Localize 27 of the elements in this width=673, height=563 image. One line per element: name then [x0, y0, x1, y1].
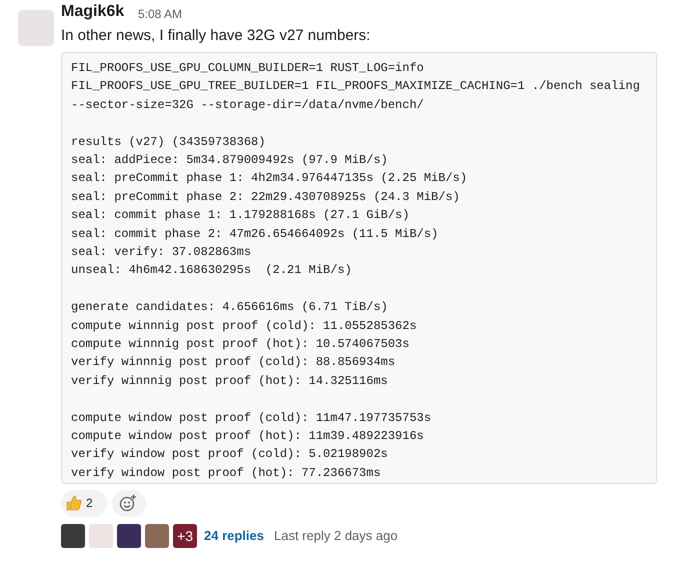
code-line: seal: preCommit phase 1: 4h2m34.976447135s (2.25 MiB/s) — [71, 171, 468, 186]
code-line: seal: verify: 37.082863ms — [71, 245, 252, 260]
code-line: verify window post proof (cold): 5.02198902s — [71, 447, 388, 462]
code-line: results (v27) (34359738368) — [71, 134, 266, 150]
code-line: seal: commit phase 1: 1.179288168s (27.1 GiB/s) — [71, 208, 410, 224]
code-line: --sector-size=32G --storage-dir=/data/nvme/bench/ — [71, 98, 424, 113]
last-reply-text: Last reply 2 days ago — [274, 528, 398, 543]
code-line: FIL_PROOFS_USE_GPU_COLUMN_BUILDER=1 RUST_LOG=info — [71, 61, 424, 76]
reaction-count: 2 — [86, 496, 93, 510]
user-name: Magik6k — [61, 3, 124, 21]
more-avatars-count: +3 — [173, 524, 197, 548]
code-line: unseal: 4h6m42.168630295s (2.21 MiB/s) — [71, 263, 352, 278]
code-line: seal: addPiece: 5m34.879009492s (97.9 MiB/s) — [71, 153, 388, 168]
code-line: verify winnnig post proof (hot): 14.325116ms — [71, 374, 388, 389]
message-text: In other news, I finally have 32G v27 numbers: — [61, 27, 370, 44]
code-line: seal: commit phase 2: 47m26.654664092s (11.5 MiB/s) — [71, 226, 438, 242]
code-line: compute winnnig post proof (hot): 10.574067503s — [71, 337, 410, 352]
code-line: FIL_PROOFS_USE_GPU_TREE_BUILDER=1 FIL_PROOFS_MAXIMIZE_CACHING=1 ./bench sealing — [71, 79, 640, 94]
code-line: compute winnnig post proof (cold): 11.055285362s — [71, 318, 417, 334]
code-line: compute window post proof (hot): 11m39.489223916s — [71, 429, 424, 444]
code-line: verify winnnig post proof (cold): 88.856934ms — [71, 355, 396, 370]
code-line: compute window post proof (cold): 11m47.197735753s — [71, 410, 432, 426]
code-line: generate candidates: 4.656616ms (6.71 TiB/s) — [71, 300, 388, 316]
timestamp: 5:08 AM — [138, 7, 182, 21]
code-line: verify window post proof (hot): 77.236673ms — [71, 466, 381, 481]
replies-link: 24 replies — [204, 528, 264, 543]
code-line: seal: preCommit phase 2: 22m29.430708925s (24.3 MiB/s) — [71, 190, 460, 205]
